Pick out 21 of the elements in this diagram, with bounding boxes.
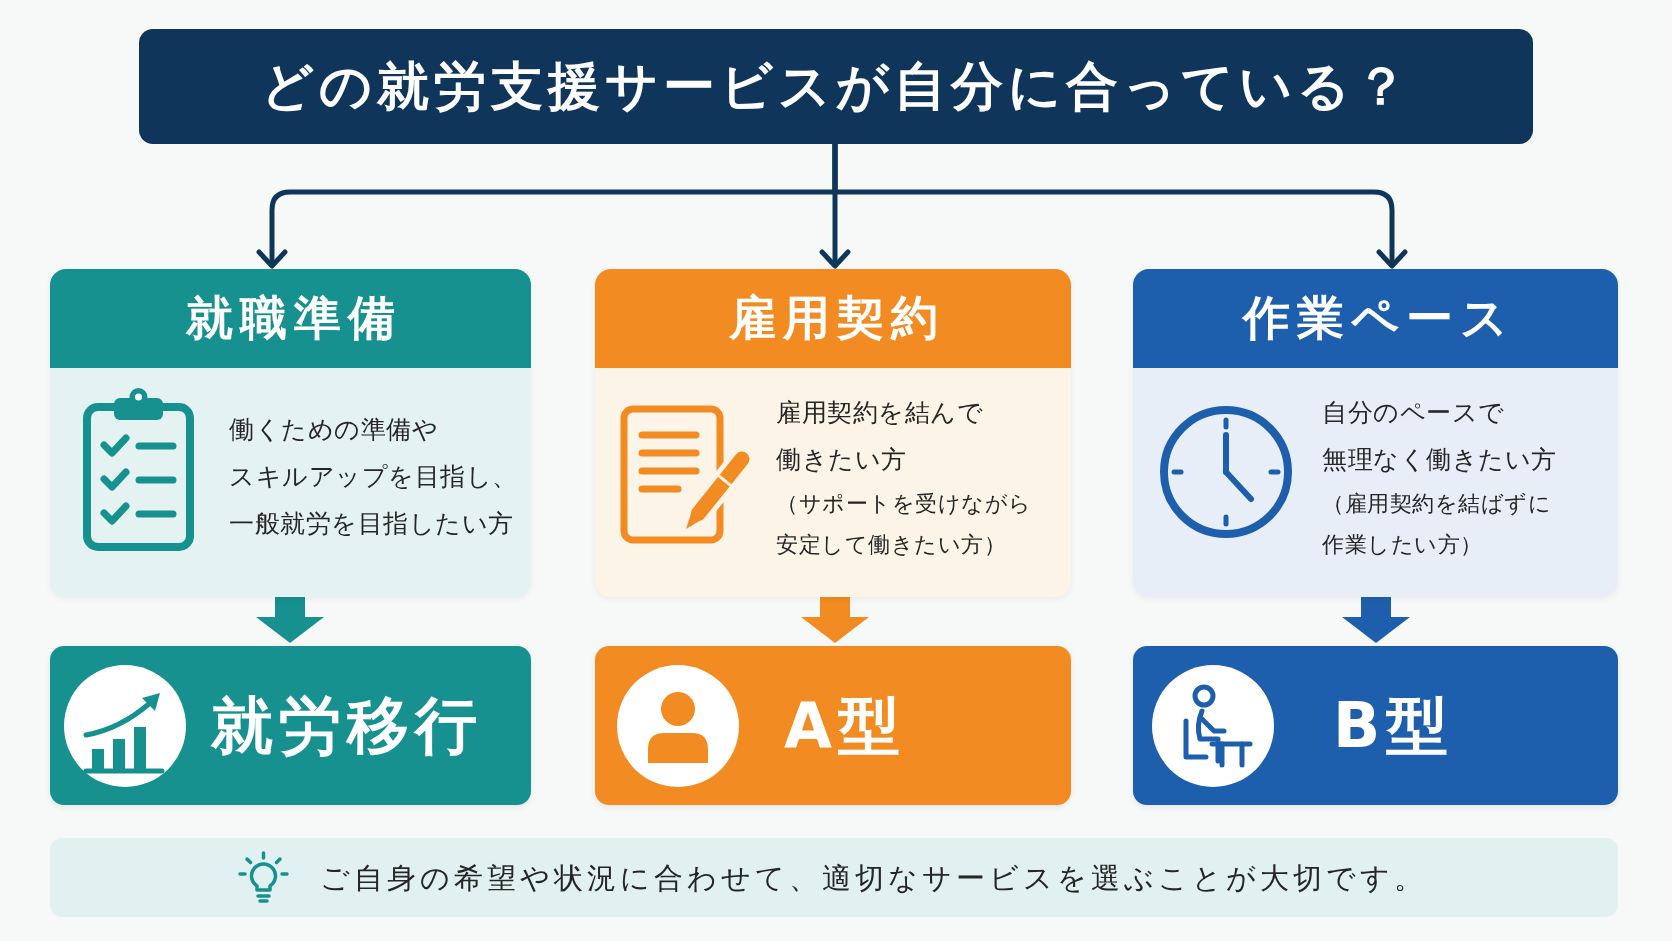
- description-text: （サポートを受けながら安定して働きたい方）: [776, 489, 1033, 559]
- note-banner: [50, 838, 1618, 917]
- result-panel: [1133, 646, 1618, 805]
- result-panel: [595, 646, 1071, 805]
- card-header: 雇用契約: [595, 269, 1071, 368]
- service-type-label: 就労移行: [211, 689, 483, 762]
- description-text: 雇用契約を結んで働きたい方: [776, 396, 984, 476]
- description-text: （雇用契約を結ばずに作業したい方）: [1322, 489, 1552, 559]
- service-type-label: A型: [784, 689, 906, 762]
- note-text: ご自身の希望や状況に合わせて、適切なサービスを選ぶことが大切です。: [320, 860, 1427, 895]
- description-text: 自分のペースで無理なく働きたい方: [1322, 396, 1558, 476]
- result-panel: [50, 646, 531, 805]
- category-card: [50, 269, 531, 597]
- service-type-label: B型: [1333, 689, 1455, 762]
- title-banner: どの就労支援サービスが自分に合っている？: [139, 29, 1533, 144]
- connector-arrow: [832, 144, 1408, 269]
- description-text: 働くための準備やスキルアップを目指し、一般就労を目指したい方: [229, 414, 519, 540]
- category-card: [595, 269, 1071, 597]
- card-header: 作業ペース: [1133, 269, 1618, 368]
- card-header: 就職準備: [50, 269, 531, 368]
- category-card: [1133, 269, 1618, 597]
